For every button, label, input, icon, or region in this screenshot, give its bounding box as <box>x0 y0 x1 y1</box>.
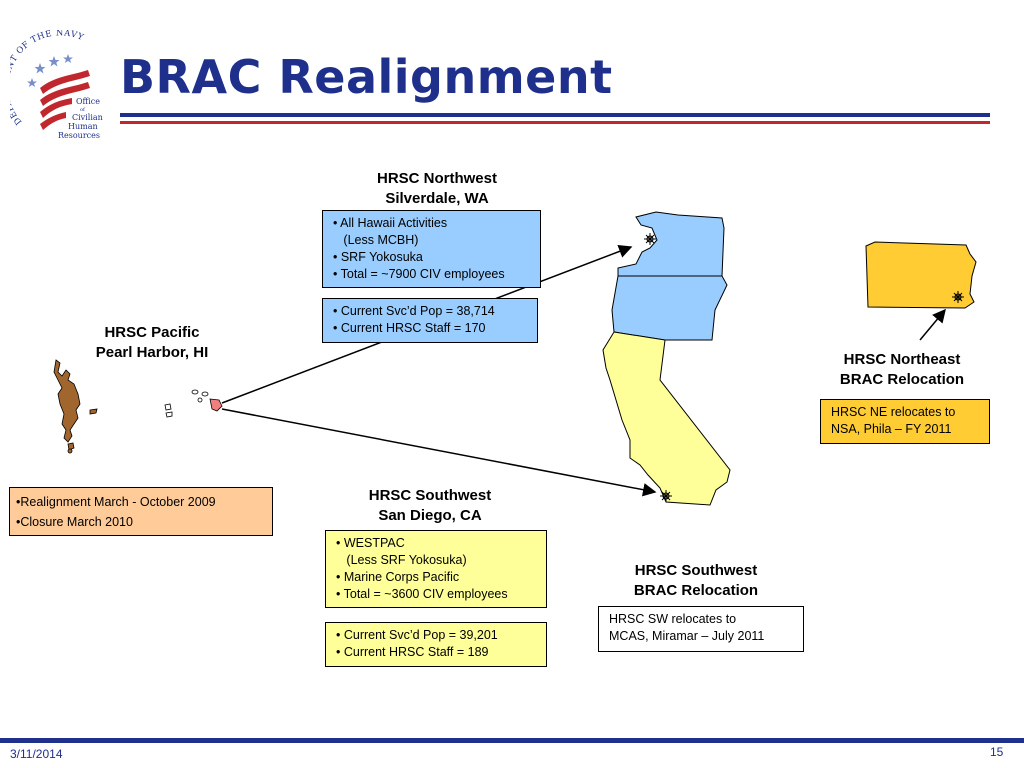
northeast-brac-name: HRSC Northeast <box>843 351 961 368</box>
southwest-stats-box: • Current Svc’d Pop = 39,201 • Current H… <box>325 622 547 667</box>
northwest-scope-item: • Total = ~7900 CIV employees <box>333 267 505 281</box>
japan-islands <box>53 359 98 454</box>
southwest-scope-item: • Marine Corps Pacific <box>336 570 460 584</box>
northeast-brac-note-box: HRSC NE relocates to NSA, Phila – FY 201… <box>820 399 990 444</box>
oregon-state <box>611 275 728 341</box>
pacific-location: Pearl Harbor, HI <box>95 344 209 361</box>
logo-stripes <box>40 70 90 130</box>
logo-resources: Resources <box>58 131 100 140</box>
southwest-brac-note-line: HRSC SW relocates to <box>609 612 737 626</box>
logo-office: Office <box>76 97 100 106</box>
title-divider-blue <box>120 113 990 117</box>
southwest-stat-item: • Current Svc’d Pop = 39,201 <box>336 628 498 642</box>
northwest-name: HRSC Northwest <box>376 170 497 187</box>
northwest-scope-item: • All Hawaii Activities <box>333 216 448 230</box>
logo-graphic: DEPARTMENT OF THE NAVY Office of Civilia… <box>1 28 103 140</box>
northeast-brac-subtitle: BRAC Relocation <box>839 371 965 388</box>
footer-date: 3/11/2014 <box>10 747 63 761</box>
title-divider-red <box>120 121 990 124</box>
logo-of: of <box>80 107 86 113</box>
northeast-brac-note-line: HRSC NE relocates to <box>831 405 956 419</box>
pacific-name: HRSC Pacific <box>104 324 200 341</box>
southwest-name: HRSC Southwest <box>368 487 492 504</box>
southwest-brac-label: HRSC Southwest BRAC Relocation <box>616 561 776 601</box>
pacific-note-item: •Realignment March - October 2009 <box>16 495 216 509</box>
footer-divider <box>0 738 1024 743</box>
silverdale-marker-icon <box>644 233 656 245</box>
logo-civilian: Civilian <box>72 113 103 122</box>
slide-page-number: 15 <box>990 745 1004 759</box>
northwest-stats-box: • Current Svc’d Pop = 38,714 • Current H… <box>322 298 538 343</box>
southwest-scope-item: (Less SRF Yokosuka) <box>336 553 467 567</box>
slide-title: BRAC Realignment <box>120 50 613 104</box>
southwest-brac-note-box: HRSC SW relocates to MCAS, Miramar – Jul… <box>598 606 804 652</box>
southwest-label: HRSC Southwest San Diego, CA <box>360 486 500 526</box>
southwest-location: San Diego, CA <box>378 507 482 524</box>
san-diego-marker-icon <box>660 490 672 502</box>
washington-state <box>617 211 725 277</box>
pennsylvania-state <box>865 241 977 309</box>
california-state <box>602 331 731 506</box>
southwest-scope-box: • WESTPAC (Less SRF Yokosuka) • Marine C… <box>325 530 547 608</box>
northeast-brac-note-line: NSA, Phila – FY 2011 <box>831 422 952 436</box>
navy-ochr-logo: DEPARTMENT OF THE NAVY Office of Civilia… <box>1 28 115 140</box>
northwest-stat-item: • Current Svc’d Pop = 38,714 <box>333 304 495 318</box>
southwest-brac-note-line: MCAS, Miramar – July 2011 <box>609 629 765 643</box>
northwest-location: Silverdale, WA <box>385 190 489 207</box>
southwest-stat-item: • Current HRSC Staff = 189 <box>336 645 489 659</box>
arrow-hawaii-to-southwest <box>221 408 657 497</box>
pacific-notes-box: •Realignment March - October 2009 •Closu… <box>9 487 273 536</box>
southwest-scope-item: • WESTPAC <box>336 536 405 550</box>
pacific-label: HRSC Pacific Pearl Harbor, HI <box>82 323 222 363</box>
northwest-scope-box: • All Hawaii Activities (Less MCBH) • SR… <box>322 210 541 288</box>
northwest-scope-item: • SRF Yokosuka <box>333 250 423 264</box>
southwest-brac-name: HRSC Southwest <box>634 562 758 579</box>
northwest-stat-item: • Current HRSC Staff = 170 <box>333 321 486 335</box>
philadelphia-marker-icon <box>952 291 964 303</box>
logo-human: Human <box>68 122 98 131</box>
southwest-brac-subtitle: BRAC Relocation <box>633 582 759 599</box>
pacific-note-item: •Closure March 2010 <box>16 515 133 529</box>
northeast-brac-label: HRSC Northeast BRAC Relocation <box>822 350 982 390</box>
hawaii-islands <box>164 389 223 418</box>
northwest-scope-item: (Less MCBH) <box>333 233 419 247</box>
logo-stars <box>27 54 73 87</box>
arrow-northeast-label-to-pennsylvania <box>919 308 946 341</box>
northwest-label: HRSC Northwest Silverdale, WA <box>367 169 507 209</box>
southwest-scope-item: • Total = ~3600 CIV employees <box>336 587 508 601</box>
